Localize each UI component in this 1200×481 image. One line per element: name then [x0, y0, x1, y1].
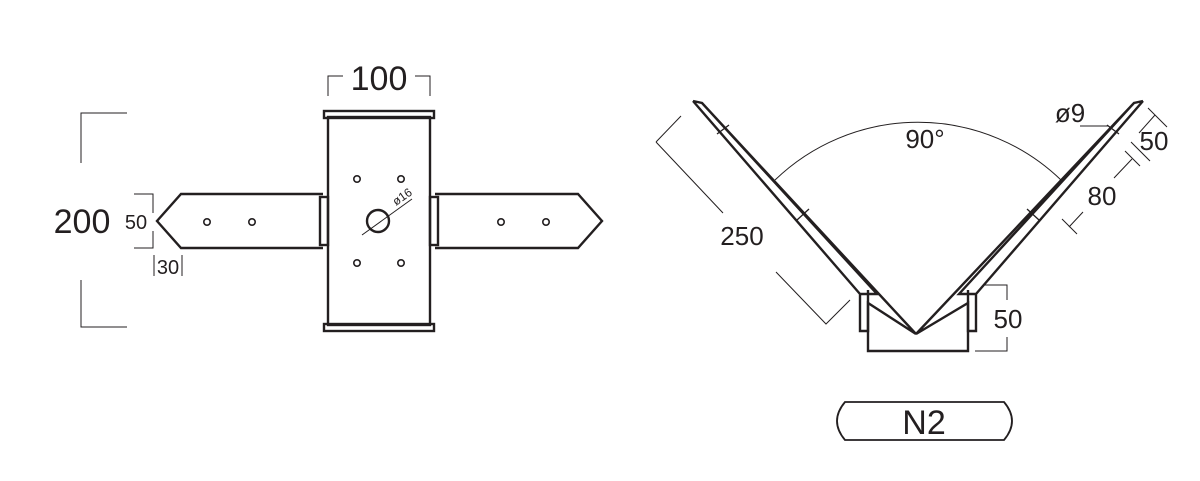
- tip-dimension: 30: [157, 257, 179, 279]
- left-arm-joint: [318, 195, 330, 247]
- model-label: N2: [902, 404, 945, 442]
- center-plate: [326, 115, 432, 327]
- hole-offset-dimension: 50: [1140, 126, 1169, 156]
- bottom-flange: [322, 322, 436, 333]
- arm-length-dimension: 250: [720, 221, 763, 251]
- arm-width-dimension-line: [134, 193, 154, 249]
- arm-width-dimension: 50: [125, 212, 147, 234]
- front-view: ø16 100 200 50 30: [54, 60, 604, 333]
- arm-bolt-hole: [203, 218, 212, 227]
- width-dimension-line: [327, 75, 431, 96]
- right-arm: [435, 192, 604, 250]
- hole-spacing-dimension: 80: [1088, 181, 1117, 211]
- center-hole-leader: [361, 198, 413, 236]
- height-dimension: 200: [54, 203, 111, 241]
- left-arm: [155, 192, 323, 250]
- left-v-arm: [692, 99, 917, 336]
- hole-spacing-dimension-line: [1061, 150, 1141, 235]
- arm-length-dimension-line: [655, 115, 851, 325]
- center-hole: [365, 208, 391, 234]
- base-height-dimension: 50: [994, 304, 1023, 334]
- right-arm-joint: [428, 195, 440, 247]
- hole-offset-dimension-line: [1130, 107, 1168, 162]
- hole-dimension: ø9: [1055, 98, 1085, 128]
- angle-arc: [774, 121, 1062, 181]
- model-badge: N2: [836, 401, 1013, 442]
- arm-bolt-hole: [248, 218, 257, 227]
- arm-bolt-hole: [496, 218, 505, 227]
- arm-hole-mark: [1106, 124, 1120, 135]
- height-dimension-line: [80, 112, 127, 328]
- right-v-arm: [915, 99, 1144, 336]
- arm-hole-mark: [1026, 208, 1040, 221]
- model-badge-frame: [836, 401, 1013, 441]
- side-view: 90° 250 ø9 50 80 50: [655, 98, 1169, 353]
- plate-bolt-hole: [396, 175, 405, 184]
- top-flange: [322, 109, 436, 120]
- tip-dimension-line: [153, 255, 183, 276]
- base-box: [866, 290, 970, 353]
- arm-hole-mark: [716, 124, 730, 135]
- center-hole-dimension: ø16: [390, 185, 415, 209]
- plate-bolt-hole: [352, 258, 361, 267]
- arm-hole-mark: [796, 208, 810, 221]
- plate-bolt-hole: [396, 258, 405, 267]
- base-height-dimension-line: [975, 284, 1008, 352]
- plate-bolt-hole: [352, 175, 361, 184]
- arm-bolt-hole: [541, 218, 550, 227]
- width-dimension: 100: [351, 60, 408, 98]
- angle-dimension: 90°: [905, 124, 944, 154]
